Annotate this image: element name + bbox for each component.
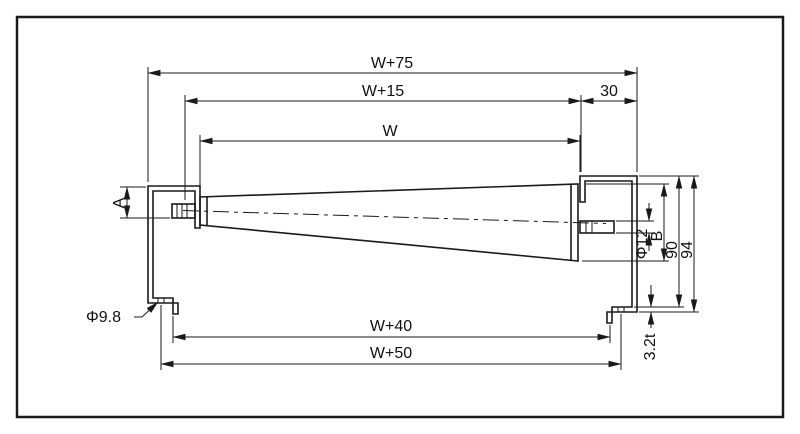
dim-30: 30 xyxy=(580,83,638,105)
dim-label-phi-12: Φ12 xyxy=(634,229,651,260)
callout-phi-9-8: Φ9.8 xyxy=(86,301,159,326)
roller-centerline xyxy=(182,210,607,224)
dim-label-3-2t: 3.2t xyxy=(642,333,659,360)
frame-right xyxy=(579,175,638,324)
drawing-border xyxy=(15,15,785,419)
dim-w: W xyxy=(199,123,581,192)
axle-left xyxy=(171,203,196,219)
tapered-roller xyxy=(182,183,607,262)
dim-label-w-plus-50: W+50 xyxy=(370,345,412,362)
dim-label-w: W xyxy=(382,123,398,140)
dim-label-90: 90 xyxy=(664,241,681,259)
dim-label-w-plus-75: W+75 xyxy=(371,55,413,72)
axle-right xyxy=(579,220,615,234)
frame-left xyxy=(147,185,201,315)
frame-right-profile xyxy=(579,175,638,324)
dim-label-30: 30 xyxy=(600,83,618,100)
dim-w-plus-50: W+50 xyxy=(160,305,622,370)
dim-label-a: A xyxy=(111,197,128,208)
dim-label-b: B xyxy=(649,231,666,242)
dim-90: 90 xyxy=(634,175,699,308)
dim-label-94: 94 xyxy=(679,241,696,259)
roller-body xyxy=(199,183,579,262)
frame-left-profile xyxy=(147,185,201,315)
axle-left-housing xyxy=(171,203,196,219)
dim-w-plus-40: W+40 xyxy=(172,316,611,343)
dim-b: B xyxy=(582,183,669,262)
axle-right-stub xyxy=(579,220,615,234)
dim-a: A xyxy=(111,186,170,219)
leader-line xyxy=(134,301,159,318)
dim-label-phi-9-8: Φ9.8 xyxy=(86,309,121,326)
mounting-holes xyxy=(157,298,625,312)
dim-label-w-plus-40: W+40 xyxy=(370,318,412,335)
dim-label-w-plus-15: W+15 xyxy=(362,83,404,100)
dim-w-plus-75: W+75 xyxy=(147,55,638,182)
dim-w-plus-15: W+15 xyxy=(184,83,582,200)
dim-3-2t: 3.2t xyxy=(642,285,659,360)
dim-phi-12: Φ12 xyxy=(616,203,654,259)
